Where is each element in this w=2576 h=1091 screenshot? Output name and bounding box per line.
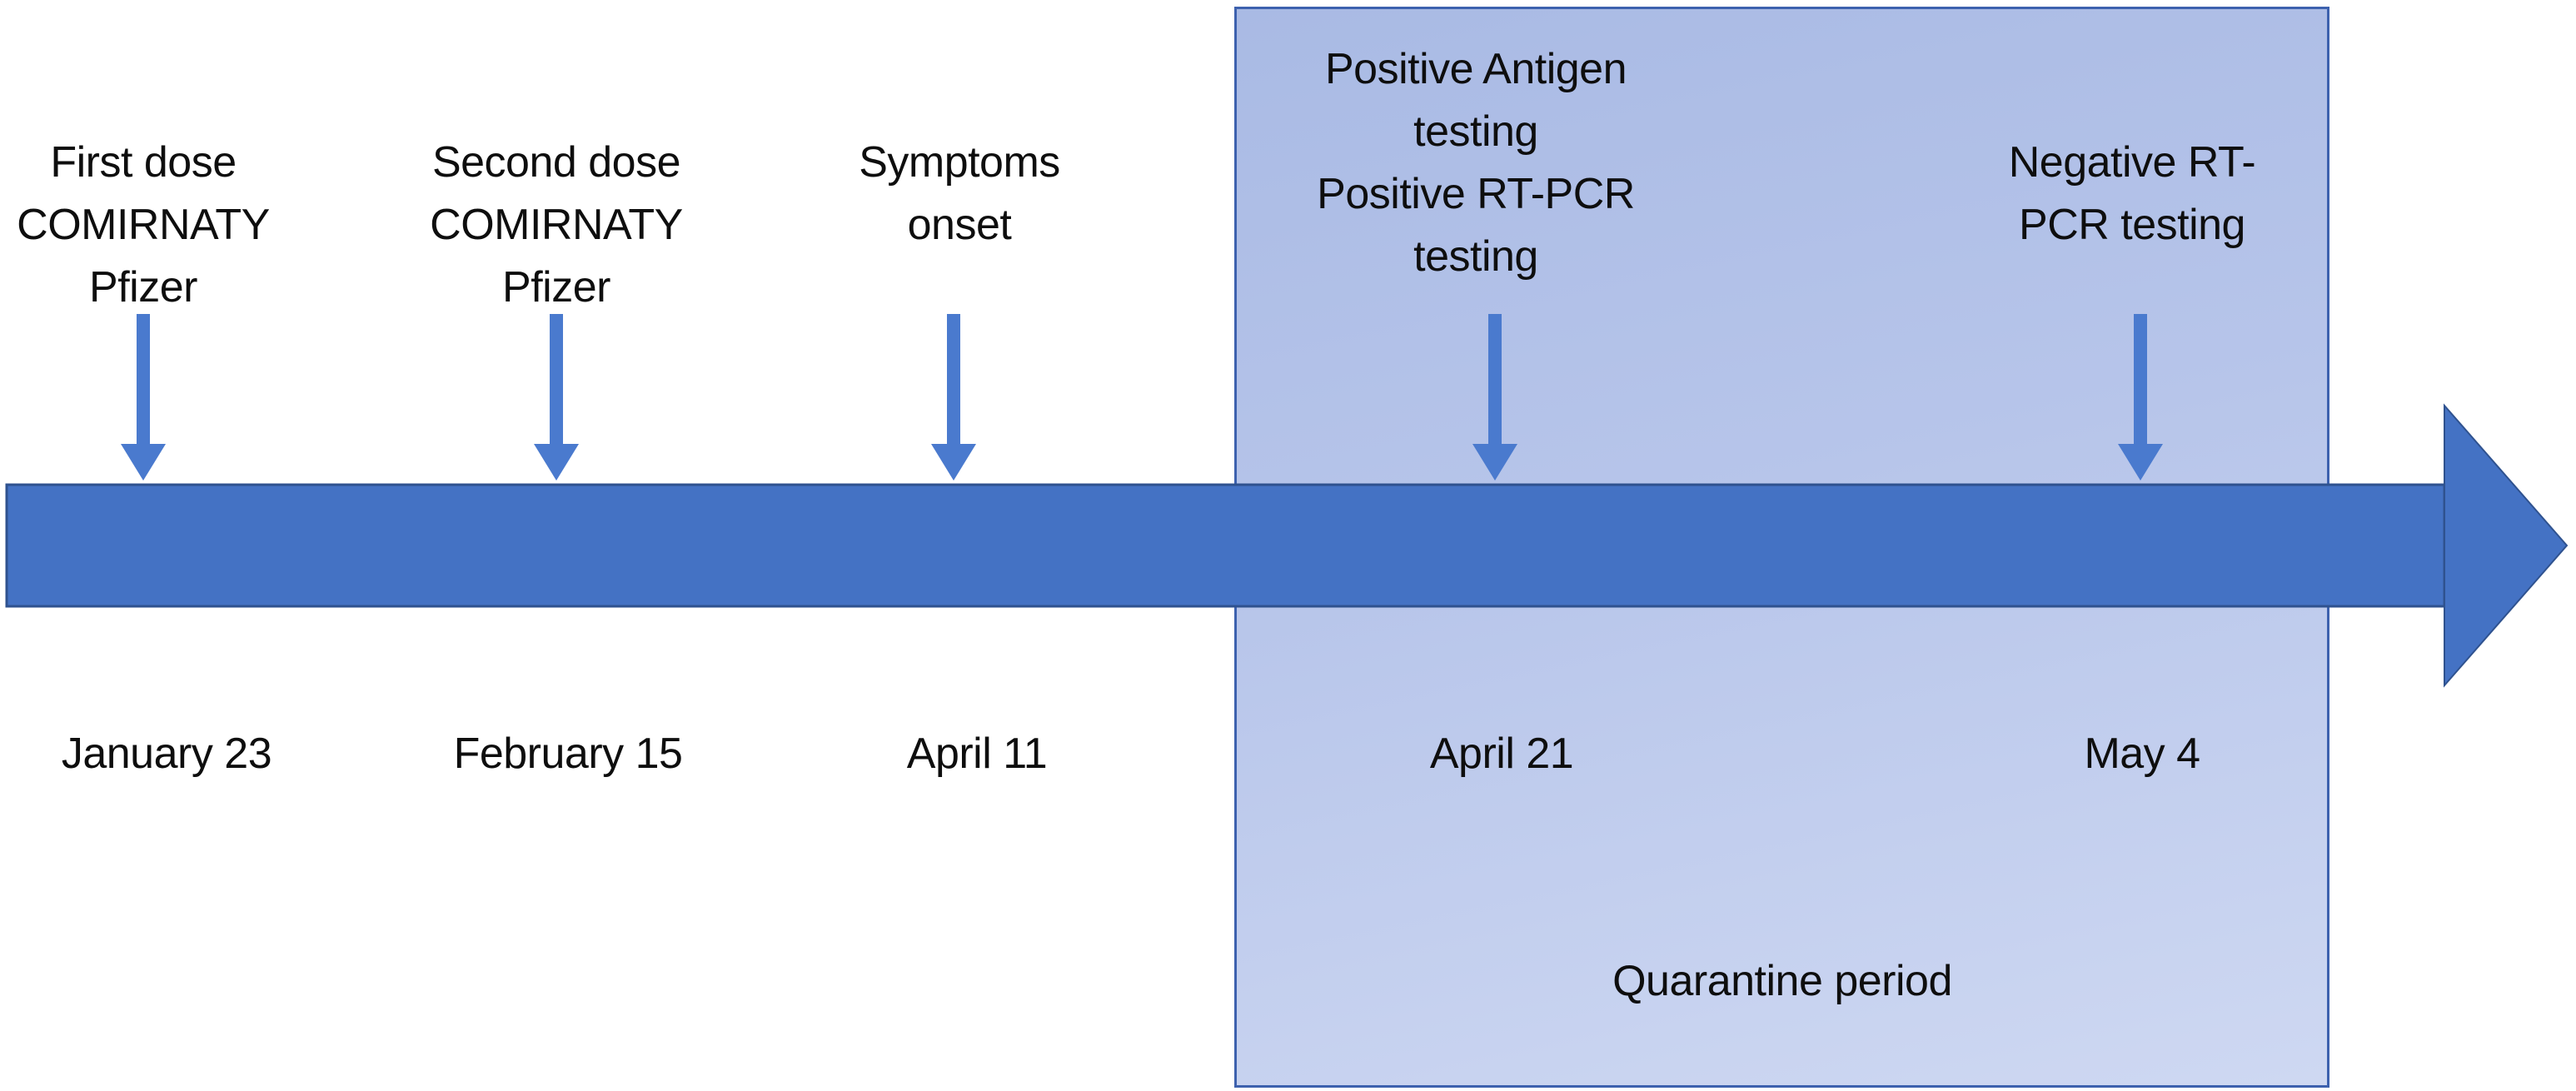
event-label-positive-testing: Positive Antigen testing Positive RT-PCR… [1317, 45, 1635, 281]
event-label-symptoms-onset: Symptoms onset [859, 138, 1060, 249]
down-arrow-icon [1472, 314, 1517, 481]
event-label-negative-testing: Negative RT- PCR testing [2008, 138, 2256, 249]
timeline-arrowhead-icon [2444, 403, 2569, 688]
event-date-negative-testing: May 4 [2084, 730, 2200, 778]
down-arrow-icon [121, 314, 166, 481]
event-label-first-dose: First dose COMIRNATY Pfizer [17, 138, 270, 311]
down-arrow-icon [2118, 314, 2163, 481]
quarantine-period-label: Quarantine period [1612, 957, 1952, 1005]
event-date-symptoms-onset: April 11 [906, 730, 1048, 778]
down-arrow-icon [534, 314, 579, 481]
event-label-second-dose: Second dose COMIRNATY Pfizer [430, 138, 683, 311]
down-arrow-icon [931, 314, 976, 481]
event-date-second-dose: February 15 [453, 730, 683, 778]
event-date-first-dose: January 23 [61, 730, 272, 778]
timeline-arrow-shaft [5, 483, 2446, 608]
event-date-positive-testing: April 21 [1429, 730, 1574, 778]
